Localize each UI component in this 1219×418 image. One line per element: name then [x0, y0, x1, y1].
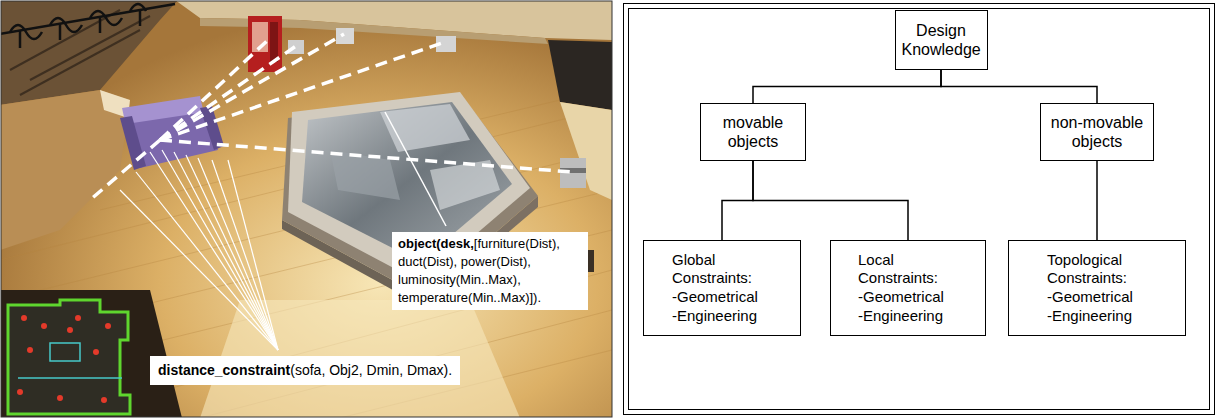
- dashed-constraint-lines: [160, 34, 344, 140]
- dashed-constraint-lines: [90, 140, 160, 200]
- text-group: Local Constraints:-Geometrical-Engineeri…: [858, 251, 958, 326]
- plan-line: [18, 377, 122, 379]
- distance-fan-lines: [174, 152, 278, 350]
- predicate-args: (sofa, Obj2, Dmin, Dmax).: [290, 362, 452, 378]
- concept-box: Design Knowledge: [895, 10, 988, 70]
- dashed-constraint-lines: [160, 42, 445, 140]
- concept-box: non-movable objects: [1040, 103, 1154, 161]
- constraint-heading: Global Constraints:: [672, 251, 772, 289]
- plan-dots: [105, 323, 111, 329]
- connector-line: [722, 161, 753, 240]
- connector-line: [753, 70, 941, 103]
- stair-steps: [10, 10, 120, 70]
- iron-railing: [1, 4, 175, 34]
- constraint-item: -Engineering: [858, 307, 958, 326]
- plan-dots: [93, 349, 99, 355]
- left-wall: [1, 90, 130, 250]
- box-label: movable objects: [706, 113, 800, 151]
- distance-fan-lines: [150, 152, 278, 350]
- constraint-item: -Engineering: [672, 307, 772, 326]
- distance-fan-lines: [212, 160, 278, 350]
- distance-fan-lines: [120, 190, 278, 350]
- text-group: Global Constraints:-Geometrical-Engineer…: [672, 251, 772, 326]
- constraint-item: -Engineering: [1047, 307, 1147, 326]
- plan-dots: [41, 323, 47, 329]
- sofa-arm: [120, 116, 146, 170]
- distance-fan-lines: [228, 160, 278, 350]
- iron-railing: [90, 11, 122, 25]
- leader-line: [385, 112, 446, 226]
- dashed-constraint-lines: [160, 46, 296, 140]
- iron-railing: [50, 18, 82, 32]
- iron-railing: [19, 31, 22, 48]
- constraint-item: -Geometrical: [858, 288, 958, 307]
- constraint-heading: Topological Constraints:: [1047, 251, 1147, 289]
- iron-railing: [139, 10, 142, 26]
- dashed-constraint-lines: [160, 40, 268, 140]
- connector-line: [941, 70, 1097, 103]
- side-wall: [560, 102, 612, 200]
- iron-railing: [130, 4, 146, 11]
- box-label: Design Knowledge: [902, 21, 981, 59]
- iron-railing: [10, 25, 42, 39]
- iron-railing: [99, 17, 102, 33]
- plan-dots: [101, 397, 107, 403]
- callout-box: object(desk,[furniture(Dist), duct(Dist)…: [392, 232, 588, 310]
- floor-plan-inset: [8, 300, 130, 414]
- plan-dots: [17, 315, 111, 403]
- constraint-box: Local Constraints:-Geometrical-Engineeri…: [830, 240, 986, 336]
- plan-dots: [75, 315, 81, 321]
- lower-stairs: [1, 290, 182, 417]
- constraint-item: -Geometrical: [1047, 288, 1147, 307]
- frame-outer: [624, 4, 1215, 415]
- plan-dots: [17, 389, 23, 395]
- vending-panel: [270, 22, 278, 62]
- constraint-box: Global Constraints:-Geometrical-Engineer…: [643, 240, 801, 336]
- doorway: [548, 40, 612, 110]
- concept-box: movable objects: [700, 103, 806, 161]
- stair-steps: [10, 10, 150, 95]
- dashed-constraint-lines: [90, 34, 572, 200]
- distance-fan-lines: [198, 158, 278, 350]
- constraint-item: -Geometrical: [672, 288, 772, 307]
- plan-dots: [57, 395, 63, 401]
- dashed-constraint-lines: [160, 140, 572, 172]
- constraint-heading: Local Constraints:: [858, 251, 958, 289]
- panel-border: [1, 1, 612, 417]
- predicate-name: object(desk,: [398, 236, 474, 251]
- stone-block: [430, 160, 500, 210]
- connector-line: [753, 161, 908, 240]
- stairs: [1, 1, 178, 105]
- distance-fan-lines: [120, 150, 278, 350]
- plan-object: [50, 343, 80, 361]
- iron-railing: [1, 4, 175, 48]
- plan-dots: [21, 315, 27, 321]
- stair-steps: [20, 30, 140, 95]
- connector-line: [1096, 161, 1098, 240]
- room-render: [1, 1, 612, 417]
- frame-inner: [629, 9, 1210, 410]
- callout-box: distance_constraint(sofa, Obj2, Dmin, Dm…: [150, 356, 460, 385]
- text-group: Topological Constraints:-Geometrical-Eng…: [1047, 251, 1147, 326]
- floor: [1, 1, 612, 417]
- box-label: non-movable objects: [1046, 113, 1148, 151]
- plan-dots: [67, 327, 73, 333]
- distance-fan-lines: [136, 172, 278, 350]
- constraint-box: Topological Constraints:-Geometrical-Eng…: [1008, 240, 1186, 336]
- predicate-name: distance_constraint: [158, 362, 290, 378]
- plan-dots: [27, 347, 33, 353]
- iron-railing: [59, 24, 62, 40]
- device: [336, 28, 354, 44]
